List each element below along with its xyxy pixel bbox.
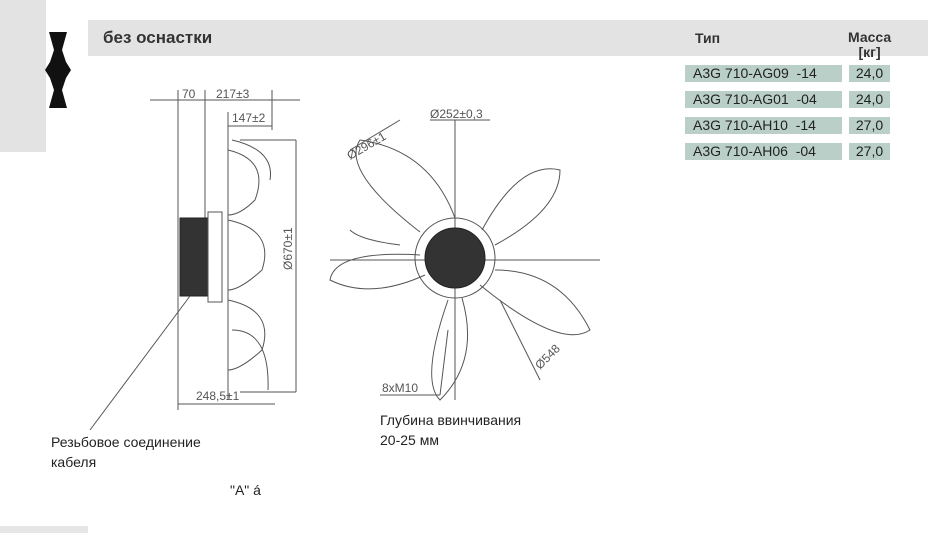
- table-row-type: A3G 710-AH06 -04: [685, 143, 842, 160]
- table-row-type: A3G 710-AH10 -14: [685, 117, 842, 134]
- view-label: "A" á: [230, 482, 261, 498]
- dim-248: 248,5±1: [196, 389, 240, 403]
- depth-label: Глубина ввинчивания 20-25 мм: [380, 410, 521, 450]
- depth-label-line-2: 20-25 мм: [380, 432, 439, 448]
- dim-670: Ø670±1: [281, 227, 295, 270]
- side-tab: [0, 0, 46, 152]
- dim-d296: Ø296±1: [345, 129, 389, 163]
- table-row-mass: 24,0: [849, 65, 890, 82]
- page-title: без оснастки: [103, 28, 213, 47]
- col-mass-header: Масса [кг]: [848, 30, 891, 60]
- col-mass-unit: [кг]: [858, 44, 881, 60]
- dim-d252: Ø252±0,3: [430, 107, 483, 121]
- dimension-labels: 70 217±3 147±2 Ø670±1 248,5±1 Ø252±0,3 Ø…: [182, 87, 563, 403]
- col-type-header: Тип: [695, 30, 721, 46]
- depth-label-line-1: Глубина ввинчивания: [380, 412, 522, 428]
- table-row-mass: 24,0: [849, 91, 890, 108]
- cable-label-line-2: кабеля: [51, 454, 97, 470]
- dim-70: 70: [182, 87, 196, 101]
- dim-d548: Ø548: [532, 341, 563, 372]
- table-row-mass: 27,0: [849, 143, 890, 160]
- cable-label: Резьбовое соединение кабеля: [51, 432, 201, 472]
- dim-m10: 8xM10: [382, 381, 418, 395]
- table-row-mass: 27,0: [849, 117, 890, 134]
- table-row-type: A3G 710-AG01 -04: [685, 91, 842, 108]
- fan-front-view: [329, 119, 600, 401]
- fan-side-view: [89, 90, 300, 431]
- product-icon: [45, 32, 71, 108]
- table-row-type: A3G 710-AG09 -14: [685, 65, 842, 82]
- dim-147: 147±2: [232, 111, 266, 125]
- col-mass-label: Масса: [848, 29, 892, 45]
- header-bar: [88, 20, 928, 56]
- side-tab-bottom: [0, 526, 88, 533]
- cable-label-line-1: Резьбовое соединение: [51, 434, 201, 450]
- dim-217: 217±3: [216, 87, 250, 101]
